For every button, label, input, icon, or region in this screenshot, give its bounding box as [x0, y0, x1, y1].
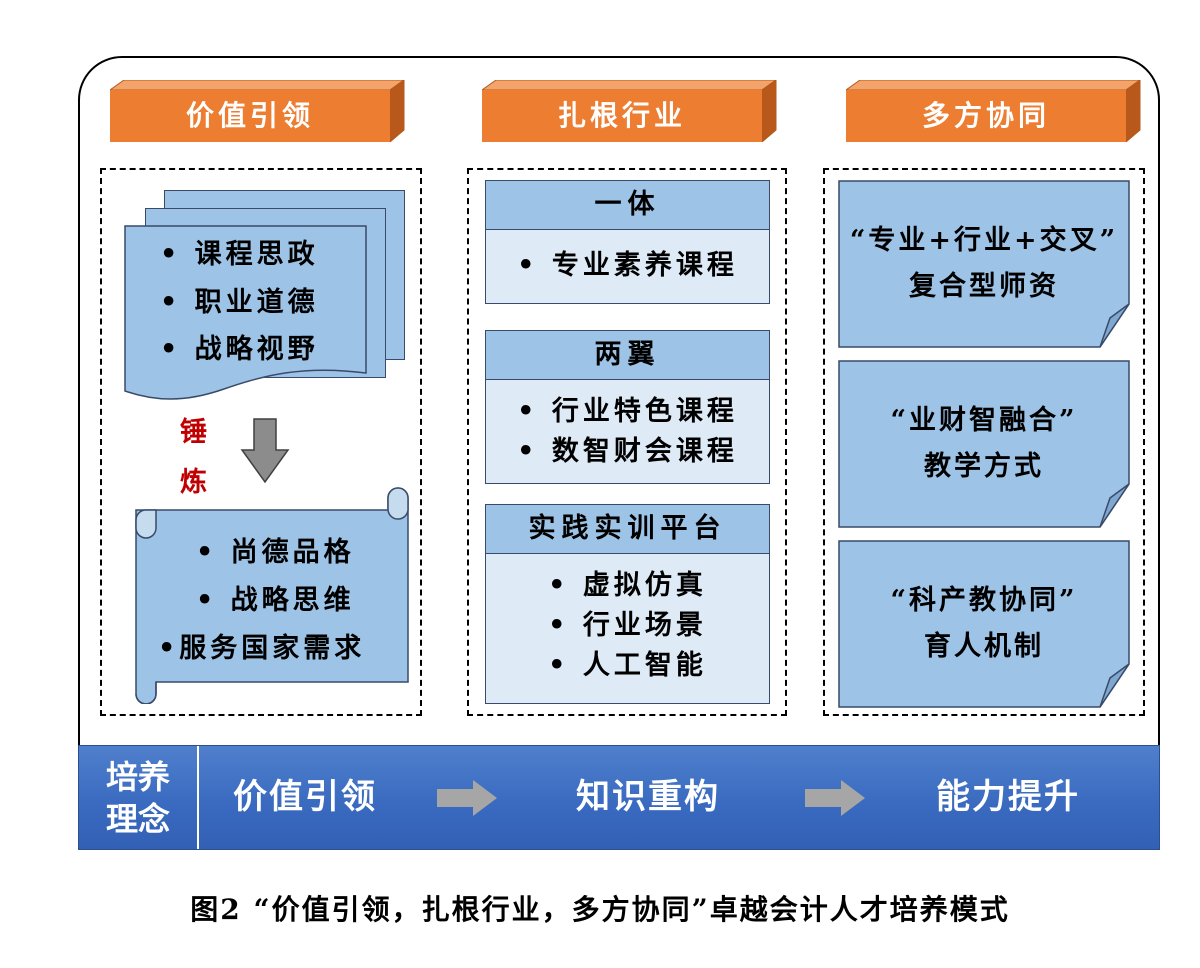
banner-label: 培养 理念 — [79, 746, 199, 849]
philosophy-banner: 培养 理念 价值引领 知识重构 能力提升 — [78, 745, 1160, 850]
column-header-multi-party: 多方协同 — [846, 80, 1142, 142]
section-title-two-wings: 两翼 — [485, 330, 770, 380]
input-item: • 战略视野 — [160, 334, 319, 365]
folded-note-shape — [838, 180, 1130, 348]
section-body-one-body: • 专业素养课程 — [485, 230, 770, 304]
section-item: • 专业素养课程 — [517, 250, 738, 281]
section-item: • 数智财会课程 — [517, 436, 738, 467]
note-faculty: “专业+行业+交叉” 复合型师资 — [838, 180, 1130, 348]
banner-step: 知识重构 — [576, 777, 720, 817]
input-item: • 课程思政 — [160, 239, 319, 270]
header-box-shape — [110, 80, 405, 142]
note-line-1: “业财智融合” — [890, 405, 1078, 436]
input-item: • 职业道德 — [160, 287, 319, 318]
column-header-industry-rooting: 扎根行业 — [482, 80, 778, 142]
scroll-shape — [135, 487, 409, 704]
figure-caption: 图2 “价值引领，扎根行业，多方协同”卓越会计人才培养模式 — [190, 893, 1010, 926]
note-teaching: “业财智融合” 教学方式 — [838, 360, 1130, 528]
note-line-2: 复合型师资 — [909, 271, 1059, 302]
column-header-label: 扎根行业 — [557, 99, 686, 132]
banner-label-line: 理念 — [105, 800, 170, 838]
section-item: • 行业场景 — [548, 610, 707, 641]
note-line-1: “专业+行业+交叉” — [849, 225, 1119, 256]
banner-label-line: 培养 — [105, 758, 170, 796]
multiparty-column-container — [823, 168, 1145, 716]
output-item: • 战略思维 — [196, 585, 355, 616]
right-arrow-icon — [437, 780, 497, 816]
column-header-label: 价值引领 — [185, 99, 314, 132]
output-item: • 尚德品格 — [196, 537, 355, 568]
section-title-one-body: 一体 — [485, 180, 770, 230]
folded-note-shape — [838, 360, 1130, 528]
note-mechanism: “科产教协同” 育人机制 — [838, 540, 1130, 708]
note-line-2: 育人机制 — [924, 631, 1044, 662]
document-front-page — [124, 225, 367, 400]
down-arrow-icon — [240, 418, 290, 484]
section-item: • 虚拟仿真 — [548, 570, 707, 601]
note-line-1: “科产教协同” — [890, 585, 1078, 616]
banner-step: 价值引领 — [233, 777, 377, 817]
column-header-value-guidance: 价值引领 — [110, 80, 406, 142]
process-label-char: 锤 — [180, 417, 207, 448]
note-line-2: 教学方式 — [924, 451, 1044, 482]
output-item: •服务国家需求 — [158, 633, 366, 664]
folded-note-shape — [838, 540, 1130, 708]
column-header-label: 多方协同 — [921, 99, 1050, 132]
right-arrow-icon — [805, 780, 865, 816]
section-title-practice-platform: 实践实训平台 — [485, 504, 770, 554]
section-body-practice-platform: • 虚拟仿真 • 行业场景 • 人工智能 — [485, 554, 770, 704]
value-column-container — [100, 168, 422, 716]
process-label-char: 炼 — [180, 467, 207, 498]
header-box-shape — [846, 80, 1141, 142]
section-item: • 行业特色课程 — [517, 396, 738, 427]
banner-step: 能力提升 — [936, 777, 1080, 817]
industry-column-container — [467, 168, 787, 716]
section-body-two-wings: • 行业特色课程 • 数智财会课程 — [485, 380, 770, 484]
header-box-shape — [482, 80, 777, 142]
section-item: • 人工智能 — [548, 650, 707, 681]
